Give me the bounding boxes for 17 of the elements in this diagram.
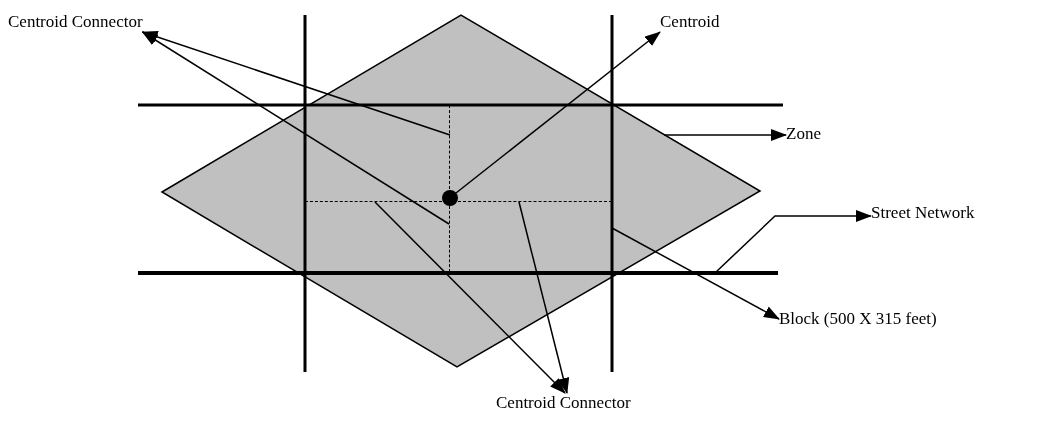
callout-label: Street Network [871, 203, 975, 223]
leader-line [455, 31, 661, 194]
centroid-dot [442, 190, 458, 206]
dashed-connector-line [449, 105, 451, 189]
callout-label: Centroid [660, 12, 720, 32]
callout-label: Centroid Connector [8, 12, 143, 32]
leader-line [141, 31, 450, 225]
leader-line [518, 201, 570, 394]
callout-label: Zone [786, 124, 821, 144]
block-area [305, 105, 612, 273]
leader-line [715, 210, 872, 273]
leader-line [611, 227, 780, 320]
callout-label: Block (500 X 315 feet) [779, 309, 937, 329]
dashed-connector-line [458, 201, 612, 203]
leader-line [374, 201, 566, 394]
dashed-connector-line [305, 201, 442, 203]
callout-label: Centroid Connector [496, 393, 631, 413]
